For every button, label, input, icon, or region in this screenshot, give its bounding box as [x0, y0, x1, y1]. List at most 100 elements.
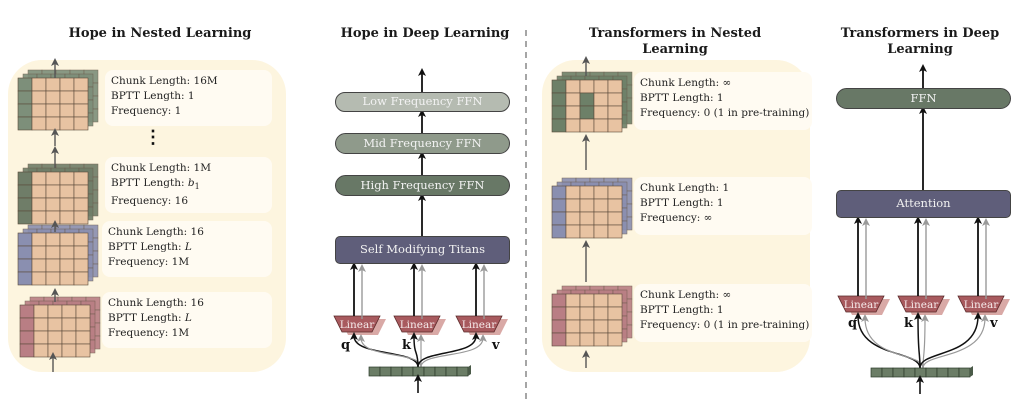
bptt-variable: L	[184, 312, 192, 324]
cube-cell	[593, 211, 609, 226]
cube-cell	[45, 232, 61, 247]
q-label: q	[341, 338, 351, 353]
cube-cell	[75, 343, 91, 358]
cube-cell	[45, 184, 61, 199]
linear-layer	[837, 295, 885, 313]
cube-cell	[607, 306, 623, 321]
cube-cell	[607, 79, 623, 94]
linear-label: Linear	[340, 319, 376, 331]
token-cell	[936, 367, 949, 378]
cube-cell	[59, 171, 75, 186]
cube-cell	[565, 118, 581, 133]
cube-cell	[45, 210, 61, 225]
cube-cell	[551, 319, 567, 334]
cube-cell	[607, 185, 623, 200]
token-cell	[914, 367, 927, 378]
cube-cell	[17, 245, 33, 260]
cube-cell	[593, 306, 609, 321]
linear-layer	[455, 315, 503, 333]
token-cell	[445, 366, 458, 377]
hope-deep-title: Hope in Deep Learning	[340, 26, 510, 41]
cube-cell	[75, 317, 91, 332]
cube-cell	[593, 105, 609, 120]
cube-cell	[565, 319, 581, 334]
cube-cell	[551, 105, 567, 120]
cube-cell	[579, 92, 595, 107]
cube-cell	[607, 105, 623, 120]
cube-cell	[17, 210, 33, 225]
cube-cell	[593, 79, 609, 94]
token-cell	[903, 367, 916, 378]
cube-cell	[61, 330, 77, 345]
cube-cell	[593, 332, 609, 347]
chunk-length: Chunk Length: 1	[640, 182, 730, 194]
cube-cell	[33, 343, 49, 358]
cube-cell	[565, 224, 581, 239]
token-cell	[401, 366, 414, 377]
cube-cell	[59, 184, 75, 199]
level-card: Chunk Length: 16 BPTT Length: L Frequenc…	[102, 292, 272, 348]
cube-cell	[73, 258, 89, 273]
bptt-length: BPTT Length: 1	[640, 197, 724, 209]
cube-cell	[593, 198, 609, 213]
cube-cell	[73, 116, 89, 131]
linear-layer	[333, 315, 381, 333]
cube-cell	[45, 77, 61, 92]
cube-cell	[607, 211, 623, 226]
frequency: Frequency: ∞	[640, 212, 713, 224]
cube-cell	[565, 293, 581, 308]
bptt-length: BPTT Length: L	[108, 311, 266, 326]
cube-cell	[607, 118, 623, 133]
input-curve	[357, 334, 422, 368]
cube-cell	[565, 211, 581, 226]
token-cell	[925, 367, 938, 378]
cube-cell	[73, 197, 89, 212]
cube-cell	[565, 185, 581, 200]
linear-layer	[897, 295, 945, 313]
cube-cell	[551, 185, 567, 200]
cube-cell	[565, 198, 581, 213]
cube-cell	[45, 271, 61, 286]
level-card: Chunk Length: 16M BPTT Length: 1 Frequen…	[105, 70, 272, 126]
cube-cell	[59, 116, 75, 131]
level-card: Chunk Length: 1M BPTT Length: b1 Frequen…	[105, 157, 272, 213]
frequency: Frequency: 1M	[108, 327, 190, 339]
token-cell	[870, 367, 883, 378]
cube-cell	[607, 224, 623, 239]
cube-cell	[607, 198, 623, 213]
title-line-1: Transformers in Deep	[840, 26, 1000, 41]
chunk-length: Chunk Length: 16	[108, 297, 204, 309]
cube-cell	[45, 171, 61, 186]
transformers-nested-title: Transformers in Nested Learning	[588, 26, 762, 57]
cube-cell	[45, 245, 61, 260]
cube-cell	[593, 293, 609, 308]
q-label: q	[848, 316, 858, 331]
token-cell	[434, 366, 447, 377]
cube-cell	[19, 304, 35, 319]
cube-cell	[607, 332, 623, 347]
cube-cell	[565, 332, 581, 347]
bptt-prefix: BPTT Length:	[111, 177, 188, 189]
high-frequency-ffn-block: High Frequency FFN	[335, 175, 510, 196]
chunk-length: Chunk Length: ∞	[640, 289, 732, 301]
bptt-length: BPTT Length: b1	[111, 176, 266, 194]
cube-cell	[579, 105, 595, 120]
token-cell	[412, 366, 425, 377]
cube-cell	[579, 118, 595, 133]
cube-cell	[551, 79, 567, 94]
cube-cell	[579, 211, 595, 226]
token-cell	[881, 367, 894, 378]
chunk-length: Chunk Length: 16M	[111, 75, 218, 87]
bptt-variable: L	[184, 241, 192, 253]
bptt-subscript: 1	[194, 182, 200, 192]
cube-cell	[59, 258, 75, 273]
bptt-length: BPTT Length: 1	[640, 304, 724, 316]
cube-cell	[73, 171, 89, 186]
cube-cell	[565, 92, 581, 107]
cube-cell	[73, 210, 89, 225]
frequency: Frequency: 0 (1 in pre-training)	[640, 107, 810, 119]
cube-cell	[19, 343, 35, 358]
cube-cell	[31, 245, 47, 260]
cube-cell	[607, 92, 623, 107]
cube-cell	[551, 92, 567, 107]
